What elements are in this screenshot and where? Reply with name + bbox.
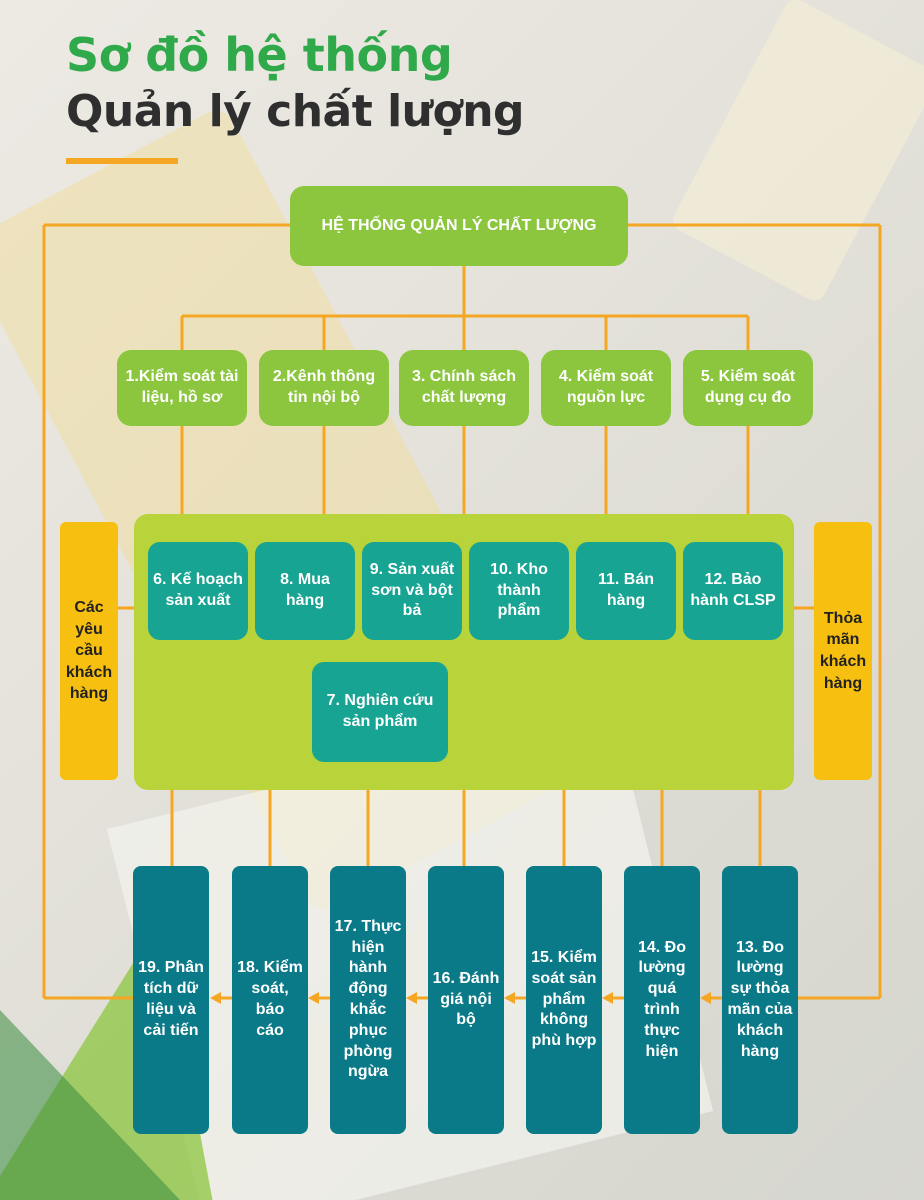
support-node-measuring-equipment: 5. Kiểm soát dụng cụ đo xyxy=(683,350,813,426)
support-node-internal-communication: 2.Kênh thông tin nội bộ xyxy=(259,350,389,426)
title-underline xyxy=(66,158,178,164)
process-node-purchasing: 8. Mua hàng xyxy=(255,542,355,640)
process-node-paint-production: 9. Sản xuất sơn và bột bả xyxy=(362,542,462,640)
arrowhead xyxy=(504,992,515,1004)
improvement-node-process-measurement: 14. Đo lường quá trình thực hiện xyxy=(624,866,700,1134)
page-subtitle: Quản lý chất lượng xyxy=(66,86,525,137)
quality-management-system-node: HỆ THỐNG QUẢN LÝ CHẤT LƯỢNG xyxy=(290,186,628,266)
customer-requirements-input: Các yêu cầu khách hàng xyxy=(60,522,118,780)
process-node-product-research: 7. Nghiên cứu sản phẩm xyxy=(312,662,448,762)
page-title: Sơ đồ hệ thống xyxy=(66,28,453,82)
arrowhead xyxy=(406,992,417,1004)
improvement-node-nonconforming-product: 15. Kiểm soát sản phẩm không phù hợp xyxy=(526,866,602,1134)
improvement-node-control-report: 18. Kiểm soát, báo cáo xyxy=(232,866,308,1134)
support-node-document-control: 1.Kiểm soát tài liệu, hồ sơ xyxy=(117,350,247,426)
arrowhead xyxy=(210,992,221,1004)
arrowhead xyxy=(602,992,613,1004)
process-node-production-planning: 6. Kế hoạch sản xuất xyxy=(148,542,248,640)
support-node-quality-policy: 3. Chính sách chất lượng xyxy=(399,350,529,426)
process-node-warranty: 12. Bảo hành CLSP xyxy=(683,542,783,640)
arrowhead xyxy=(700,992,711,1004)
improvement-node-data-analysis: 19. Phân tích dữ liệu và cải tiến xyxy=(133,866,209,1134)
customer-satisfaction-output: Thỏa mãn khách hàng xyxy=(814,522,872,780)
process-node-sales: 11. Bán hàng xyxy=(576,542,676,640)
improvement-node-customer-satisfaction: 13. Đo lường sự thỏa mãn của khách hàng xyxy=(722,866,798,1134)
improvement-node-internal-audit: 16. Đánh giá nội bộ xyxy=(428,866,504,1134)
arrowhead xyxy=(308,992,319,1004)
improvement-node-corrective-action: 17. Thực hiện hành động khắc phục phòng … xyxy=(330,866,406,1134)
process-node-finished-goods-warehouse: 10. Kho thành phẩm xyxy=(469,542,569,640)
support-node-resource-control: 4. Kiểm soát nguồn lực xyxy=(541,350,671,426)
